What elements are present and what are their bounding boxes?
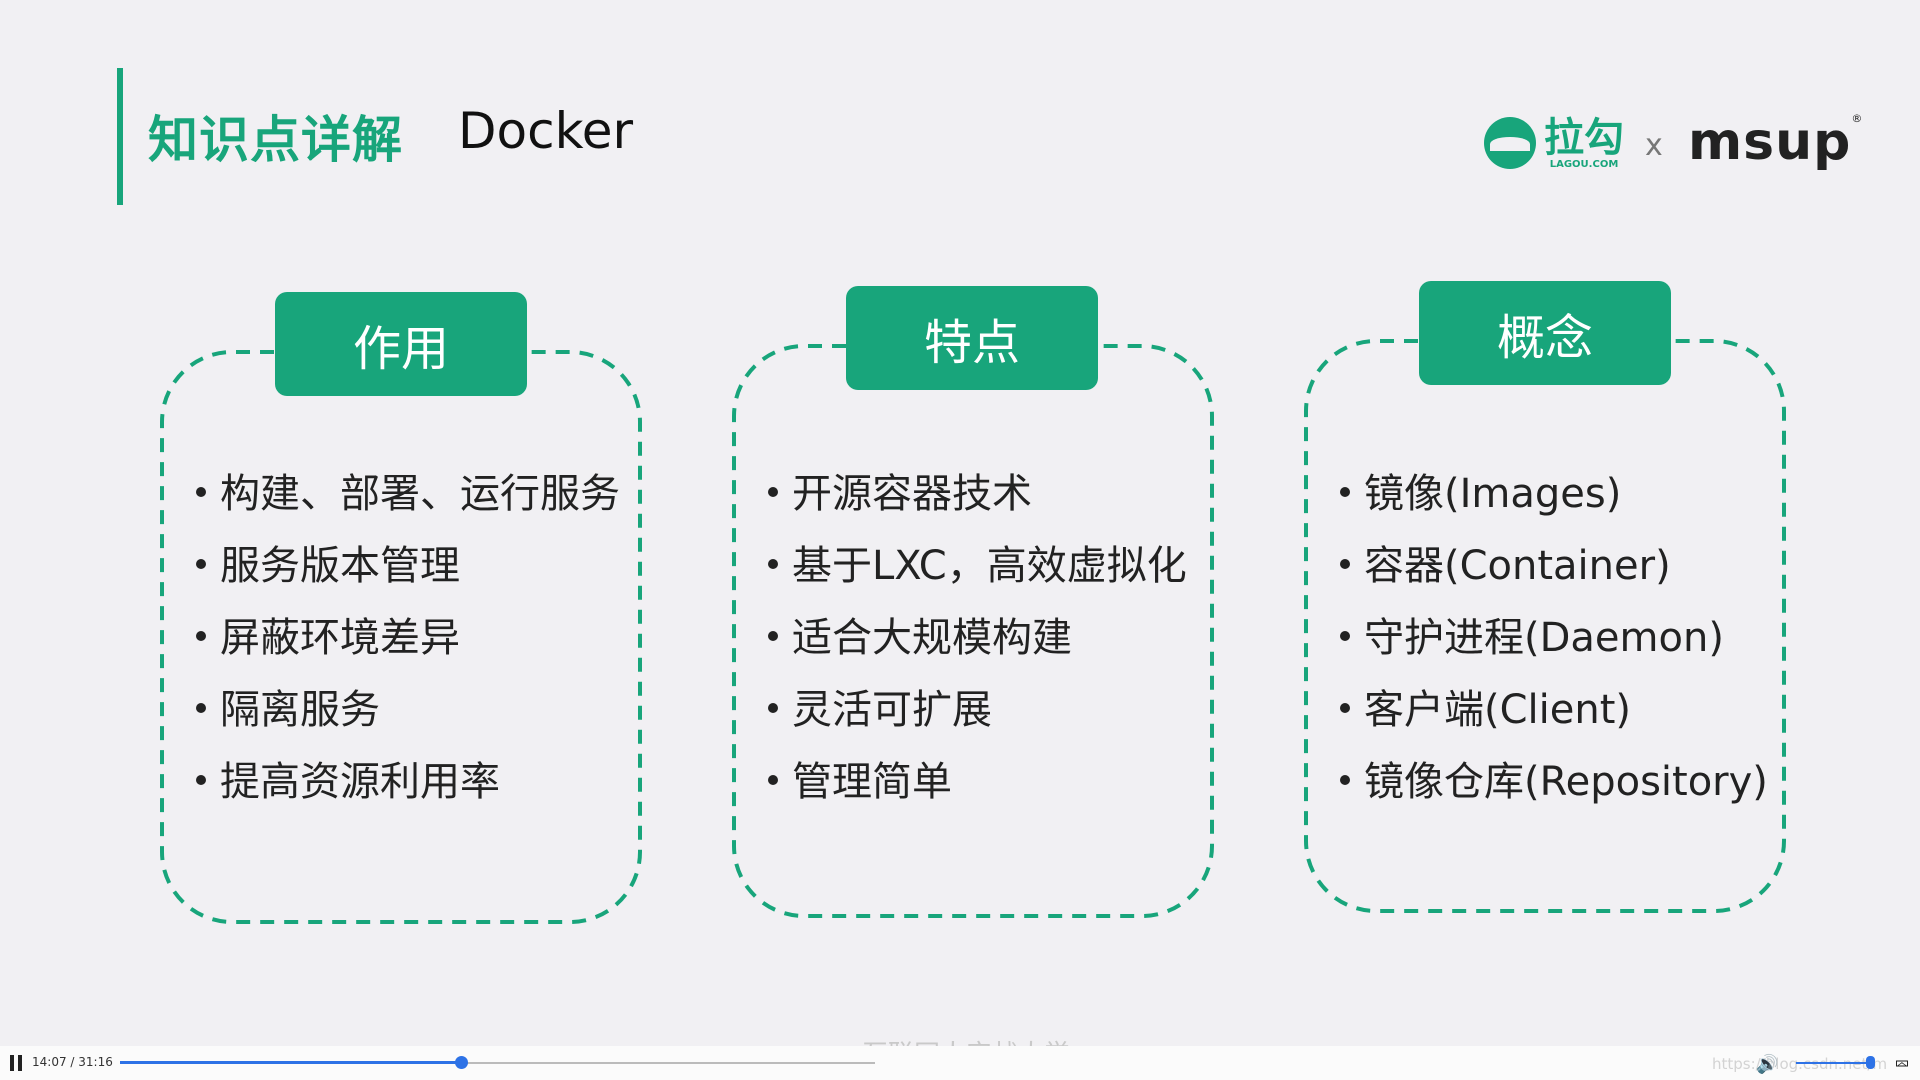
bullet-icon: [196, 487, 206, 497]
card-features-list: 开源容器技术 基于LXC，高效虚拟化 适合大规模构建 灵活可扩展 管理简单: [768, 458, 1187, 818]
list-item: 镜像(Images): [1340, 458, 1768, 530]
logo-separator: x: [1645, 128, 1663, 163]
list-item: 开源容器技术: [768, 458, 1187, 530]
bullet-icon: [1340, 703, 1350, 713]
video-player-controls: 14:07 / 31:16 https://blog.csdn.net/m 🔊 …: [0, 1046, 1920, 1080]
progress-fill: [120, 1061, 461, 1064]
bullet-icon: [1340, 559, 1350, 569]
bullet-icon: [1340, 487, 1350, 497]
time-display: 14:07 / 31:16: [32, 1055, 113, 1069]
bullet-icon: [1340, 631, 1350, 641]
list-item: 镜像仓库(Repository): [1340, 746, 1768, 818]
list-item: 提高资源利用率: [196, 746, 620, 818]
list-item: 隔离服务: [196, 674, 620, 746]
volume-handle[interactable]: [1866, 1056, 1875, 1069]
slide-subtitle: Docker: [458, 102, 634, 160]
msup-logo-text: msup: [1688, 112, 1852, 172]
list-item: 守护进程(Daemon): [1340, 602, 1768, 674]
card-concepts-list: 镜像(Images) 容器(Container) 守护进程(Daemon) 客户…: [1340, 458, 1768, 818]
bullet-icon: [196, 631, 206, 641]
msup-logo: msup®: [1688, 112, 1863, 172]
lagou-logo-icon: [1484, 117, 1536, 169]
slide-title: 知识点详解: [148, 111, 403, 169]
title-accent-bar: [117, 68, 123, 205]
slide: 知识点详解 Docker 拉勾 LAGOU.COM x msup® 作用 构建、…: [117, 68, 1863, 1070]
bullet-icon: [196, 559, 206, 569]
card-concepts-heading: 概念: [1419, 281, 1671, 385]
lagou-logo: 拉勾 LAGOU.COM: [1484, 116, 1624, 170]
list-item: 灵活可扩展: [768, 674, 1187, 746]
bullet-icon: [196, 703, 206, 713]
list-item: 客户端(Client): [1340, 674, 1768, 746]
url-watermark: https://blog.csdn.net/m: [1712, 1055, 1888, 1073]
progress-track[interactable]: [120, 1062, 875, 1064]
registered-mark: ®: [1851, 112, 1864, 125]
lagou-logo-text: 拉勾: [1544, 115, 1624, 161]
exit-fullscreen-icon[interactable]: ⮹: [1894, 1052, 1910, 1076]
list-item: 管理简单: [768, 746, 1187, 818]
bullet-icon: [1340, 775, 1350, 785]
bullet-icon: [768, 631, 778, 641]
bullet-icon: [196, 775, 206, 785]
card-features-heading: 特点: [846, 286, 1098, 390]
list-item: 适合大规模构建: [768, 602, 1187, 674]
list-item: 服务版本管理: [196, 530, 620, 602]
bullet-icon: [768, 703, 778, 713]
list-item: 屏蔽环境差异: [196, 602, 620, 674]
card-function-list: 构建、部署、运行服务 服务版本管理 屏蔽环境差异 隔离服务 提高资源利用率: [196, 458, 620, 818]
pause-icon[interactable]: [10, 1055, 24, 1071]
volume-icon[interactable]: 🔊: [1756, 1054, 1779, 1075]
bullet-icon: [768, 559, 778, 569]
lagou-logo-domain: LAGOU.COM: [1549, 159, 1619, 170]
list-item: 基于LXC，高效虚拟化: [768, 530, 1187, 602]
list-item: 容器(Container): [1340, 530, 1768, 602]
bullet-icon: [768, 487, 778, 497]
card-function-heading: 作用: [275, 292, 527, 396]
list-item: 构建、部署、运行服务: [196, 458, 620, 530]
progress-handle[interactable]: [454, 1056, 468, 1069]
bullet-icon: [768, 775, 778, 785]
volume-slider[interactable]: [1796, 1062, 1874, 1064]
